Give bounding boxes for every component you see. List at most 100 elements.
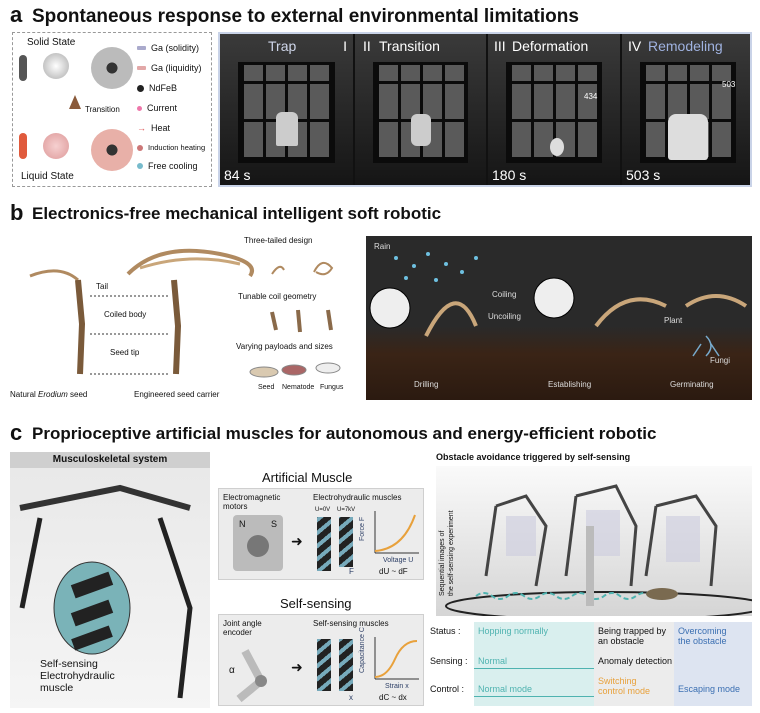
alpha-label: α <box>229 665 235 676</box>
arrow-icon: ➜ <box>291 533 303 549</box>
u7-label: U=7kV <box>337 507 356 513</box>
panel-b-scene: Rain Coiling Uncoiling Plant Fungi Drill… <box>366 236 752 400</box>
n-pole: N <box>239 519 246 529</box>
tail-label: Tail <box>96 282 109 291</box>
frame-roman: III <box>494 38 506 54</box>
ga-solid-sphere <box>43 53 69 79</box>
robot-figure <box>411 114 431 146</box>
frame-label: Transition <box>379 38 440 54</box>
trapped-status: Being trapped by an obstacle <box>598 626 667 646</box>
switching-mode: Switching control mode <box>598 676 651 696</box>
panel-c-title: Proprioceptive artificial muscles for au… <box>32 424 657 443</box>
du-df-label: dU ~ dF <box>379 567 408 576</box>
seed-illustration <box>29 248 341 378</box>
three-tailed-label: Three-tailed design <box>244 236 313 245</box>
panel-a-letter: a <box>10 2 23 27</box>
legend-current: Current <box>147 103 178 113</box>
self-sensing-box: Joint angle encoder α ➜ Self-sensing mus… <box>218 614 424 706</box>
panel-b-diagram: Three-tailed design Tail Coiled body See… <box>10 234 360 404</box>
seed-tip-label: Seed tip <box>110 348 140 357</box>
solid-state-label: Solid State <box>27 37 76 48</box>
timeline: Status : Sensing : Control : Hopping nor… <box>430 622 752 706</box>
panel-a-legend: Ga (solidity) Ga (liquidity) NdFeB Curre… <box>137 43 206 171</box>
anomaly-detection: Anomaly detection <box>598 656 673 666</box>
control-label: Control : <box>430 684 465 694</box>
plant-label: Plant <box>664 316 683 325</box>
muscle-stack <box>317 517 331 571</box>
panel-c-letter: c <box>10 420 23 445</box>
frame-transition: II Transition <box>353 34 486 185</box>
frame-label: Deformation <box>512 38 589 54</box>
fungi-label: Fungi <box>710 356 731 365</box>
frame-roman: I <box>343 38 347 54</box>
transition-arrow-icon <box>69 95 81 109</box>
force-voltage-plot <box>374 511 419 554</box>
muscle-stack-strained <box>339 639 353 691</box>
nematode-label: Nematode <box>282 384 315 391</box>
motors-label: Electromagnetic motors <box>223 493 281 511</box>
engineered-label: Engineered seed carrier <box>134 390 220 399</box>
strain-axis-label: Strain x <box>385 683 409 690</box>
sequential-side-label: Sequential images of the self-sensing ex… <box>439 510 455 596</box>
voltage-axis-label: Voltage U <box>383 557 414 564</box>
normal-mode: Normal mode <box>478 684 533 694</box>
f-label: F <box>349 567 354 576</box>
sensing-line <box>474 668 594 669</box>
capacitance-axis-label: Capacitance C <box>359 627 366 673</box>
panel-a-title: Spontaneous response to external environ… <box>32 6 579 27</box>
overcoming-status: Overcoming the obstacle <box>678 626 727 646</box>
ga-liquid-sphere <box>43 133 69 159</box>
drilling-label: Drilling <box>414 380 439 389</box>
electrohydraulic-label: Electrohydraulic muscles <box>313 493 402 502</box>
self-sensing-heading: Self-sensing <box>280 596 352 611</box>
scene-art <box>369 252 748 357</box>
control-line <box>474 696 594 697</box>
artificial-muscle-heading: Artificial Muscle <box>262 470 353 485</box>
frame-time: 84 s <box>224 167 251 183</box>
escaping-mode: Escaping mode <box>678 684 741 694</box>
legend-heat: Heat <box>151 123 171 133</box>
self-sensing-muscles-label: Self-sensing muscles <box>313 619 389 628</box>
musculoskeletal-panel: Musculoskeletal system Self-sensing Elec… <box>10 452 210 708</box>
self-sensing-muscle-label: Self-sensing Electrohydraulic muscle <box>40 658 115 694</box>
frame-deformation: III Deformation 434 180 s <box>486 34 620 185</box>
encoder-label: Joint angle encoder <box>223 619 262 637</box>
artificial-muscle-box: Electromagnetic motors N S ➜ Electrohydr… <box>218 488 424 580</box>
frame-inset: 503 <box>722 80 736 89</box>
muscle-stack-actuated <box>339 517 353 567</box>
transition-label: Transition <box>85 105 120 114</box>
frame-roman: IV <box>628 38 642 54</box>
frame-label: Remodeling <box>648 38 723 54</box>
u0-label: U=0V <box>315 507 331 513</box>
robot-remodeled <box>668 114 708 160</box>
s-pole: S <box>270 519 277 529</box>
liquid-state-label: Liquid State <box>21 171 74 182</box>
magnet-cluster-liquid <box>91 129 133 171</box>
sequential-robot-images <box>445 484 752 616</box>
leg-illustration <box>19 484 193 699</box>
legend-free-cooling: Free cooling <box>148 161 198 171</box>
legend-induction-heating: Induction heating <box>148 143 206 152</box>
uncoiling-label: Uncoiling <box>488 312 521 321</box>
muscle-stack <box>317 639 331 691</box>
sensing-label: Sensing : <box>430 656 468 666</box>
frame-label: Trap <box>268 38 297 54</box>
musculoskeletal-title: Musculoskeletal system <box>10 452 210 468</box>
legend-ga-liquid: Ga (liquidity) <box>151 63 202 73</box>
arrow-icon: ➜ <box>291 659 303 675</box>
sensing-normal: Normal <box>478 656 508 666</box>
payloads-label: Varying payloads and sizes <box>236 342 333 351</box>
frame-inset: 434 <box>584 92 598 101</box>
force-axis-label: Force F <box>359 516 366 541</box>
x-label: x <box>349 693 353 702</box>
germinating-label: Germinating <box>670 380 714 389</box>
frame-time: 180 s <box>492 167 527 183</box>
hopping-status: Hopping normally <box>478 626 549 636</box>
fungus-label: Fungus <box>320 384 344 391</box>
thermometer-hot-icon <box>19 133 27 159</box>
obstacle-title: Obstacle avoidance triggered by self-sen… <box>436 452 631 462</box>
frame-trap: Trap I 84 s <box>220 34 353 185</box>
frame-remodeling: IV Remodeling 503 503 s <box>620 34 750 185</box>
seed-label: Seed <box>258 384 275 391</box>
robot-melted <box>550 138 564 156</box>
